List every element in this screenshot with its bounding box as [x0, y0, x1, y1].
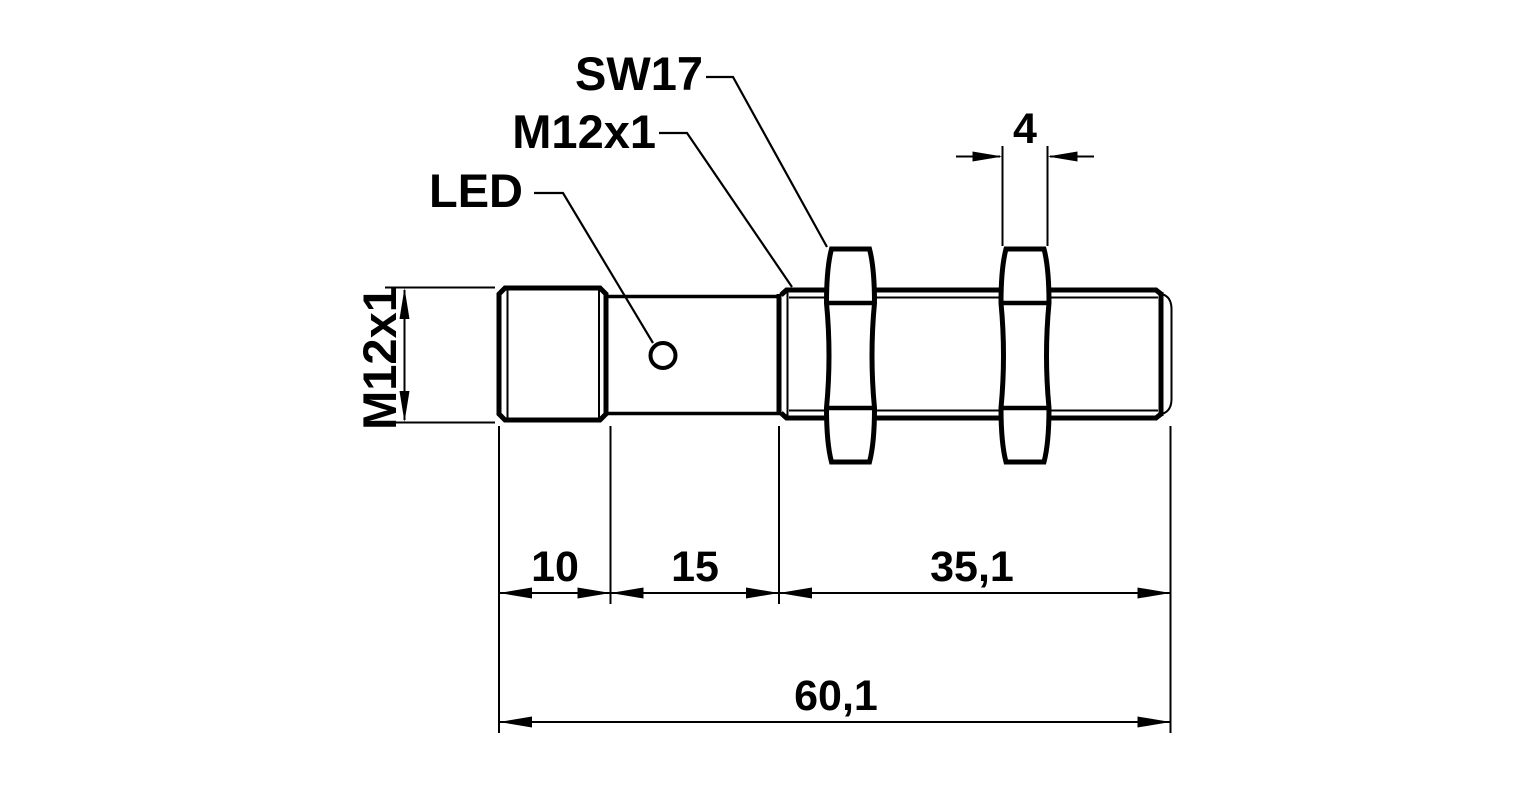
wrench-size-label: SW17: [575, 47, 703, 100]
hex-nut-1: [823, 246, 878, 465]
arrowhead-right: [972, 151, 1003, 162]
head-length-value: 10: [531, 543, 579, 591]
arrowhead-left: [1047, 151, 1078, 162]
barrel-thread-lines: [789, 296, 1158, 412]
m12x1-leader-line: [659, 131, 793, 288]
led-label: LED: [429, 164, 523, 217]
hex-nut-2: [998, 246, 1052, 465]
mid-length-value: 15: [671, 543, 719, 591]
callout-labels: SW17 M12x1 LED: [429, 47, 703, 217]
connector-thread-label: M12x1: [512, 105, 656, 158]
dimension-nut-width: 4: [956, 105, 1094, 246]
led-indicator-circle: [648, 341, 678, 370]
barrel-top-outer-1: [779, 287, 826, 297]
led-leader-line: [534, 191, 654, 344]
hex-nut-2-outline: [998, 246, 1052, 465]
barrel-length-value: 35,1: [930, 543, 1014, 591]
arrowhead-right: [1137, 716, 1171, 728]
arrowhead-up: [399, 288, 410, 319]
arrowhead-6: [1137, 587, 1171, 599]
arrowhead-down: [399, 391, 410, 422]
barrel-bottom-outer-3: [1049, 412, 1163, 421]
mid-section-outline: [604, 294, 781, 416]
dimension-sections: 10 15 35,1: [498, 426, 1172, 733]
overall-length-value: 60,1: [794, 672, 878, 720]
nut-width-value: 4: [1013, 105, 1037, 153]
arrowhead-5: [779, 587, 812, 599]
arrowhead-3: [610, 587, 644, 599]
arrowhead-left: [499, 716, 532, 728]
sensor-head-outline: [496, 285, 609, 423]
hex-nut-1-outline: [823, 246, 878, 465]
head-thread-label: M12x1: [353, 286, 406, 430]
sensor-body: [496, 246, 1173, 465]
arrowhead-2: [577, 587, 611, 599]
barrel-bottom-outer-1: [779, 411, 826, 421]
sw17-leader-line: [706, 75, 828, 248]
leader-lines: [534, 75, 828, 344]
barrel-top-outer-3: [1049, 287, 1163, 296]
end-chamfer-edge: [1161, 293, 1173, 415]
dimension-overall-length: 60,1: [499, 672, 1171, 728]
arrowhead-4: [746, 587, 779, 599]
arrowhead-1: [499, 587, 532, 599]
dimension-head-diameter: M12x1: [353, 286, 495, 430]
